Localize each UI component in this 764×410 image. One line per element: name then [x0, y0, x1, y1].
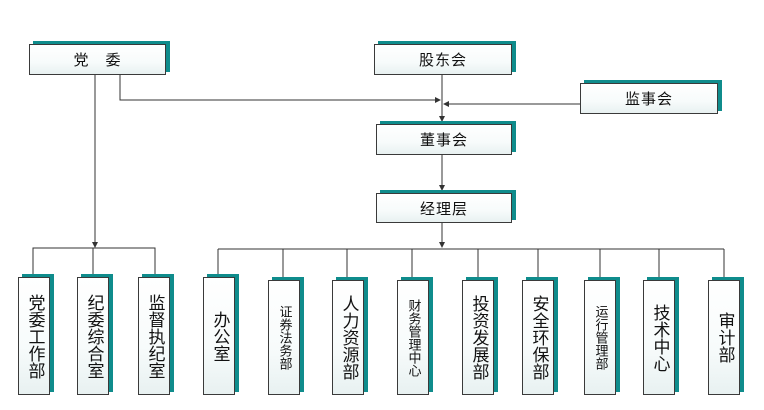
- management-dept-box: 投资发展部: [462, 280, 494, 395]
- management-dept-box: 办公室: [203, 277, 235, 395]
- supervisors-box: 监事会: [580, 83, 718, 114]
- party-dept-box: 监督执纪室: [138, 277, 170, 395]
- party-dept-label: 党委工作部: [24, 293, 45, 379]
- management-dept-box: 运行管理部: [584, 280, 616, 395]
- shareholders-box: 股东会: [374, 44, 512, 75]
- party-to-board-line: [119, 75, 441, 103]
- management-dept-box: 审计部: [708, 280, 740, 395]
- management-dept-label: 审计部: [714, 312, 735, 363]
- management-dept-box: 安全环保部: [522, 280, 554, 395]
- management-dept-box: 财务管理中心: [397, 280, 429, 395]
- party-dept-label: 监督执纪室: [144, 293, 165, 379]
- management-dept-label: 投资发展部: [468, 295, 489, 380]
- management-dept-label: 技术中心: [649, 303, 670, 372]
- management-dept-label: 安全环保部: [528, 295, 549, 380]
- management-dept-label: 财务管理中心: [405, 298, 421, 377]
- party-committee-box: 党 委: [29, 44, 166, 75]
- party-committee-label: 党 委: [73, 51, 122, 69]
- management-dept-box: 证券法务部: [268, 280, 300, 395]
- management-dept-label: 人力资源部: [338, 295, 359, 380]
- party-depts-bus: [32, 247, 156, 255]
- management-label: 经理层: [419, 199, 468, 218]
- management-dept-label: 办公室: [209, 310, 230, 362]
- shareholders-label: 股东会: [418, 51, 467, 69]
- supervisors-to-board-line: [443, 97, 583, 107]
- management-dept-box: 技术中心: [643, 280, 675, 395]
- supervisors-label: 监事会: [624, 90, 673, 108]
- party-dept-box: 党委工作部: [18, 277, 50, 395]
- management-box: 经理层: [376, 193, 512, 223]
- party-dept-label: 纪委综合室: [83, 293, 104, 379]
- management-dept-box: 人力资源部: [332, 280, 364, 395]
- management-dept-label: 运行管理部: [592, 305, 608, 370]
- management-dept-label: 证券法务部: [276, 305, 292, 370]
- board-label: 董事会: [419, 131, 468, 149]
- board-box: 董事会: [376, 124, 512, 155]
- party-dept-box: 纪委综合室: [77, 277, 109, 395]
